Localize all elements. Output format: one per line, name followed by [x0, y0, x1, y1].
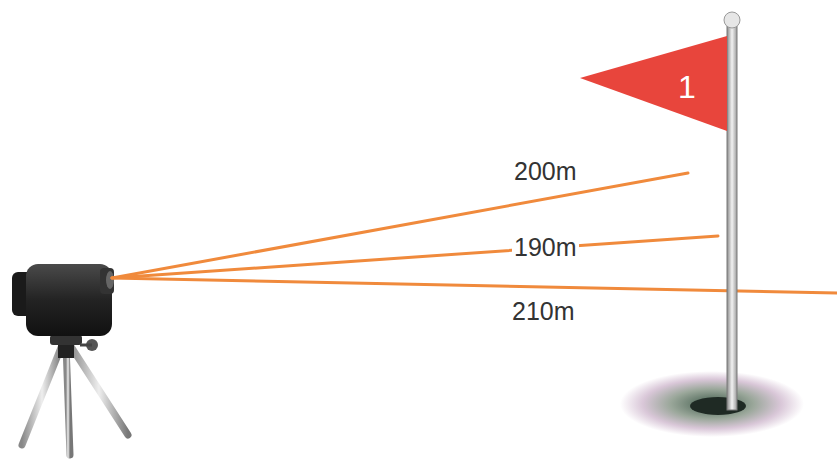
distance-label: 210m — [510, 298, 577, 325]
distance-label: 190m — [512, 234, 579, 261]
hole-number: 1 — [676, 70, 698, 104]
flag — [580, 36, 727, 131]
golf-hole — [620, 371, 804, 437]
laser-rangefinder — [12, 264, 114, 336]
tripod — [22, 330, 128, 455]
distance-label: 200m — [512, 158, 579, 185]
